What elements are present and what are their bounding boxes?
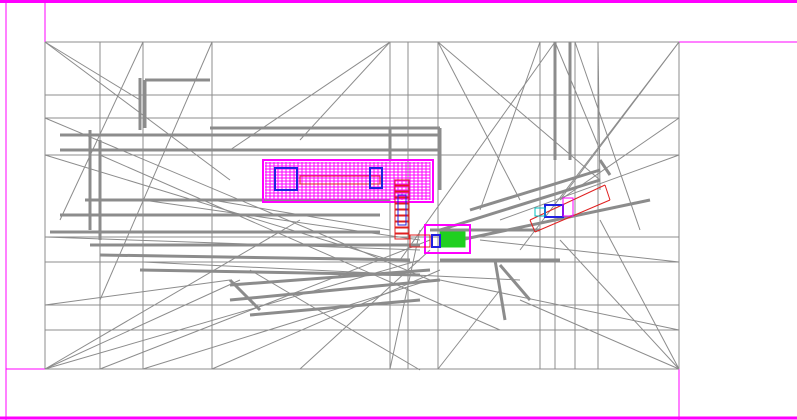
- structure-edge: [439, 178, 601, 232]
- green-object: [439, 231, 466, 248]
- red-object: [394, 215, 410, 222]
- triangulation-edge: [99, 154, 501, 331]
- scene-objects: [262, 159, 611, 254]
- triangulation-edge: [437, 41, 601, 181]
- blue-object: [369, 167, 383, 189]
- triangulation-edge: [44, 41, 231, 181]
- scene-wireframe-mesh: [44, 41, 680, 371]
- triangulation-edge: [389, 229, 421, 370]
- triangulation-edge: [44, 154, 391, 261]
- triangulation-edge: [519, 299, 680, 370]
- selected-object-outline: [424, 224, 471, 254]
- structure-edge: [249, 298, 421, 317]
- triangulation-edge: [211, 269, 441, 370]
- structure-edge: [228, 278, 262, 312]
- triangulation-edge: [574, 41, 641, 231]
- blue-object: [274, 167, 298, 191]
- red-object: [394, 185, 410, 192]
- blue-object: [397, 194, 407, 226]
- selected-object-outline: [562, 197, 574, 217]
- red-object: [394, 221, 410, 228]
- triangulation-edge: [437, 41, 521, 201]
- structure-edge: [229, 268, 431, 287]
- red-object: [394, 233, 410, 240]
- blue-object: [431, 234, 441, 248]
- triangulation-edge: [249, 269, 421, 371]
- triangulation-edge: [99, 239, 431, 370]
- selected-object-outline: [262, 159, 434, 203]
- triangulation-edge: [399, 41, 556, 261]
- triangulation-edge: [44, 279, 241, 370]
- red-object: [409, 234, 431, 248]
- red-object: [299, 175, 381, 185]
- structure-edge: [459, 198, 651, 242]
- red-object: [394, 227, 410, 234]
- triangulation-edge: [229, 41, 391, 151]
- structure-edge: [598, 159, 612, 176]
- triangulation-edge: [597, 41, 601, 191]
- red-object: [394, 179, 410, 186]
- triangulation-edge: [437, 289, 501, 370]
- triangulation-edge: [479, 239, 680, 263]
- triangulation-edge: [99, 41, 213, 301]
- triangulation-edge: [499, 154, 680, 221]
- structure-edge: [493, 259, 507, 321]
- red-object: [394, 191, 410, 198]
- triangulation-edge: [299, 41, 391, 141]
- triangulation-edge: [439, 279, 680, 331]
- triangulation-edge: [59, 41, 144, 221]
- red-object: [394, 203, 410, 210]
- red-object: [604, 184, 611, 201]
- structure-edge: [498, 264, 532, 301]
- red-object: [394, 209, 410, 216]
- triangulation-edge: [44, 279, 231, 306]
- triangulation-edge: [44, 41, 141, 101]
- structure-edge: [99, 253, 411, 262]
- structure-edge: [469, 168, 601, 212]
- red-object: [529, 184, 606, 221]
- red-object: [529, 219, 536, 233]
- triangulation-edge: [559, 239, 680, 370]
- cyan-object: [534, 207, 546, 217]
- structure-edge: [229, 278, 441, 302]
- triangulation-edge: [44, 259, 421, 370]
- triangulation-edge: [44, 219, 301, 370]
- triangulation-edge: [299, 249, 431, 370]
- blue-object: [544, 204, 564, 218]
- triangulation-edge: [479, 41, 541, 211]
- triangulation-edge: [599, 219, 680, 370]
- triangulation-edge: [554, 41, 601, 151]
- triangulation-edge: [142, 261, 521, 281]
- red-object: [394, 197, 410, 204]
